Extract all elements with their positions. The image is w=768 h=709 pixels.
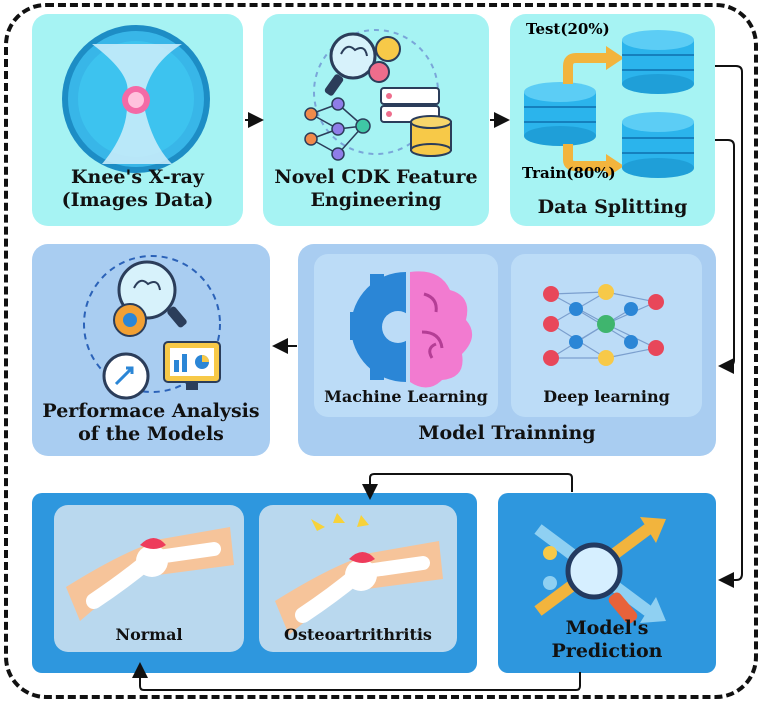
normal-card: Normal — [54, 505, 244, 652]
arrow-prediction-to-normal — [132, 662, 581, 691]
dl-network-icon — [543, 284, 664, 366]
xray-title-line2: (Images Data) — [61, 188, 214, 211]
brain-gear-icon — [324, 32, 401, 96]
test-split-label: Test(20%) — [526, 20, 610, 38]
database-icon — [410, 115, 452, 157]
knee-joint-icon — [66, 527, 234, 621]
xray-title-line1: Knee's X-ray — [71, 166, 204, 188]
data-splitting-art — [524, 30, 694, 178]
ml-gear-brain-icon — [350, 271, 473, 388]
dashed-outer-frame — [4, 3, 758, 699]
test-database-icon — [622, 30, 694, 94]
analytics-icon — [83, 255, 221, 400]
train-split-label: Train(80%) — [522, 164, 616, 182]
prediction-title-line1: Model's — [565, 617, 649, 639]
oa-label: Osteoartrithritis — [284, 625, 432, 644]
normal-label: Normal — [115, 625, 183, 644]
step-model-prediction: Model's Prediction — [498, 493, 716, 673]
step-performance-analysis: Performace Analysis of the Models — [32, 244, 270, 456]
database-icon — [524, 82, 596, 146]
server-icon — [380, 87, 440, 123]
step-feature-engineering: Novel CDK Feature Engineering — [263, 14, 489, 226]
prediction-title-line2: Prediction — [551, 639, 663, 662]
performance-title-line1: Performace Analysis — [42, 400, 260, 422]
prediction-arrows-icon — [534, 517, 666, 624]
training-title: Model Trainning — [418, 422, 596, 444]
knee-xray-icon — [62, 25, 210, 173]
splitting-title: Data Splitting — [537, 196, 688, 218]
step-knee-xray: Knee's X-ray (Images Data) — [32, 14, 243, 226]
arrow-train-to-training — [715, 139, 735, 374]
performance-title-line2: of the Models — [78, 422, 224, 445]
train-database-icon — [622, 112, 694, 178]
step-data-splitting: Test(20%) Train(80%) Data Splitting — [510, 14, 715, 226]
knee-joint-icon — [275, 513, 443, 635]
feature-engineering-art — [304, 29, 452, 161]
osteoarthritis-card: Osteoartrithritis — [259, 505, 457, 652]
machine-learning-card: Machine Learning — [314, 254, 498, 417]
arrow-test-to-prediction — [715, 65, 743, 588]
ml-label: Machine Learning — [324, 387, 488, 406]
deep-learning-card: Deep learning — [511, 254, 702, 417]
feature-title-line1: Novel CDK Feature — [274, 166, 478, 188]
outcomes-panel: Normal Osteoartrithritis — [32, 493, 477, 673]
step-model-training: Machine Learning Deep learni — [298, 244, 716, 456]
arrow-prediction-to-oa — [362, 473, 573, 500]
neural-network-icon — [304, 97, 371, 161]
feature-title-line2: Engineering — [310, 188, 442, 211]
dl-label: Deep learning — [543, 387, 670, 406]
